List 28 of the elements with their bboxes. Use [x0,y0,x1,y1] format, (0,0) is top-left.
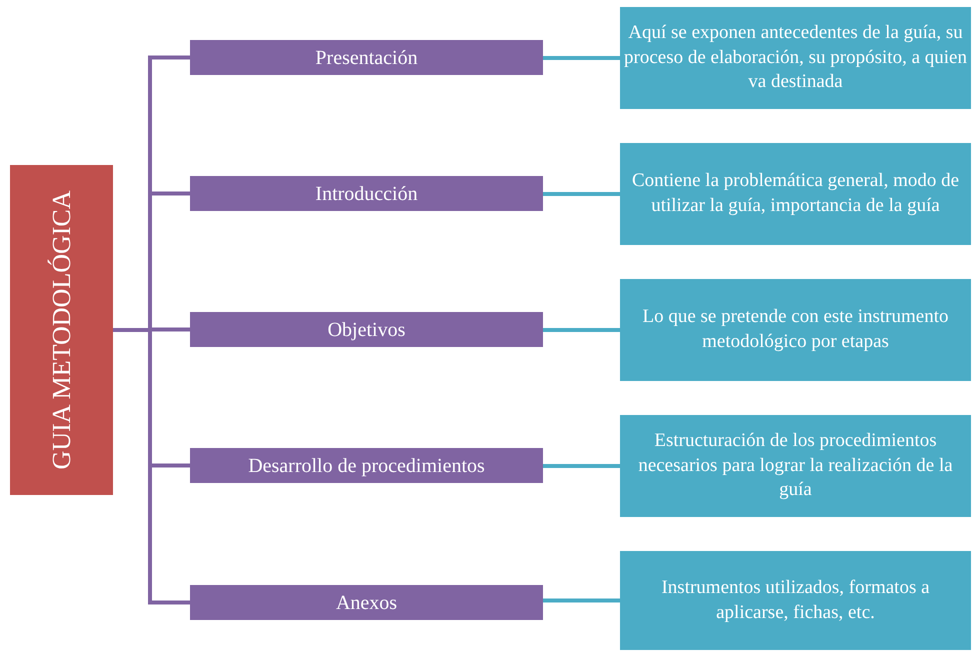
connector-line [113,328,190,604]
section-label: Objetivos [328,318,406,342]
title-box [10,165,113,495]
section-box [190,176,543,211]
description-box [620,551,971,650]
description-text: Estructuración de los procedimientos necesarios para lograr la realización de la guía [637,428,954,502]
description-text: Lo que se pretende con este instrumento metodológico por etapas [641,305,950,354]
section-box [190,312,543,347]
description-text: Contiene la problemática general, modo de utilizar la guía, importancia de la guía [630,169,960,218]
title-text: GUIA METODOLÓGICA [46,190,76,472]
connector-line [543,464,620,468]
section-label: Introducción [315,182,418,206]
section-box [190,585,543,620]
section-box [190,40,543,75]
section-box [190,448,543,483]
connector-line [543,192,620,196]
description-box [620,143,971,245]
connector-line [543,56,620,60]
connector-line [543,598,620,602]
connector-line [543,328,620,332]
description-box [620,279,971,381]
description-text: Aquí se exponen antecedentes de la guía, su proceso de elaboración, su propósito, a quien va destinada [624,20,967,94]
description-box [620,7,971,109]
section-label: Presentación [315,46,418,70]
description-box [620,415,971,517]
section-label: Anexos [336,590,398,616]
section-label: Desarrollo de procedimientos [248,454,485,478]
description-text: Instrumentos utilizados, formatos a aplicarse, fichas, etc. [660,576,931,624]
